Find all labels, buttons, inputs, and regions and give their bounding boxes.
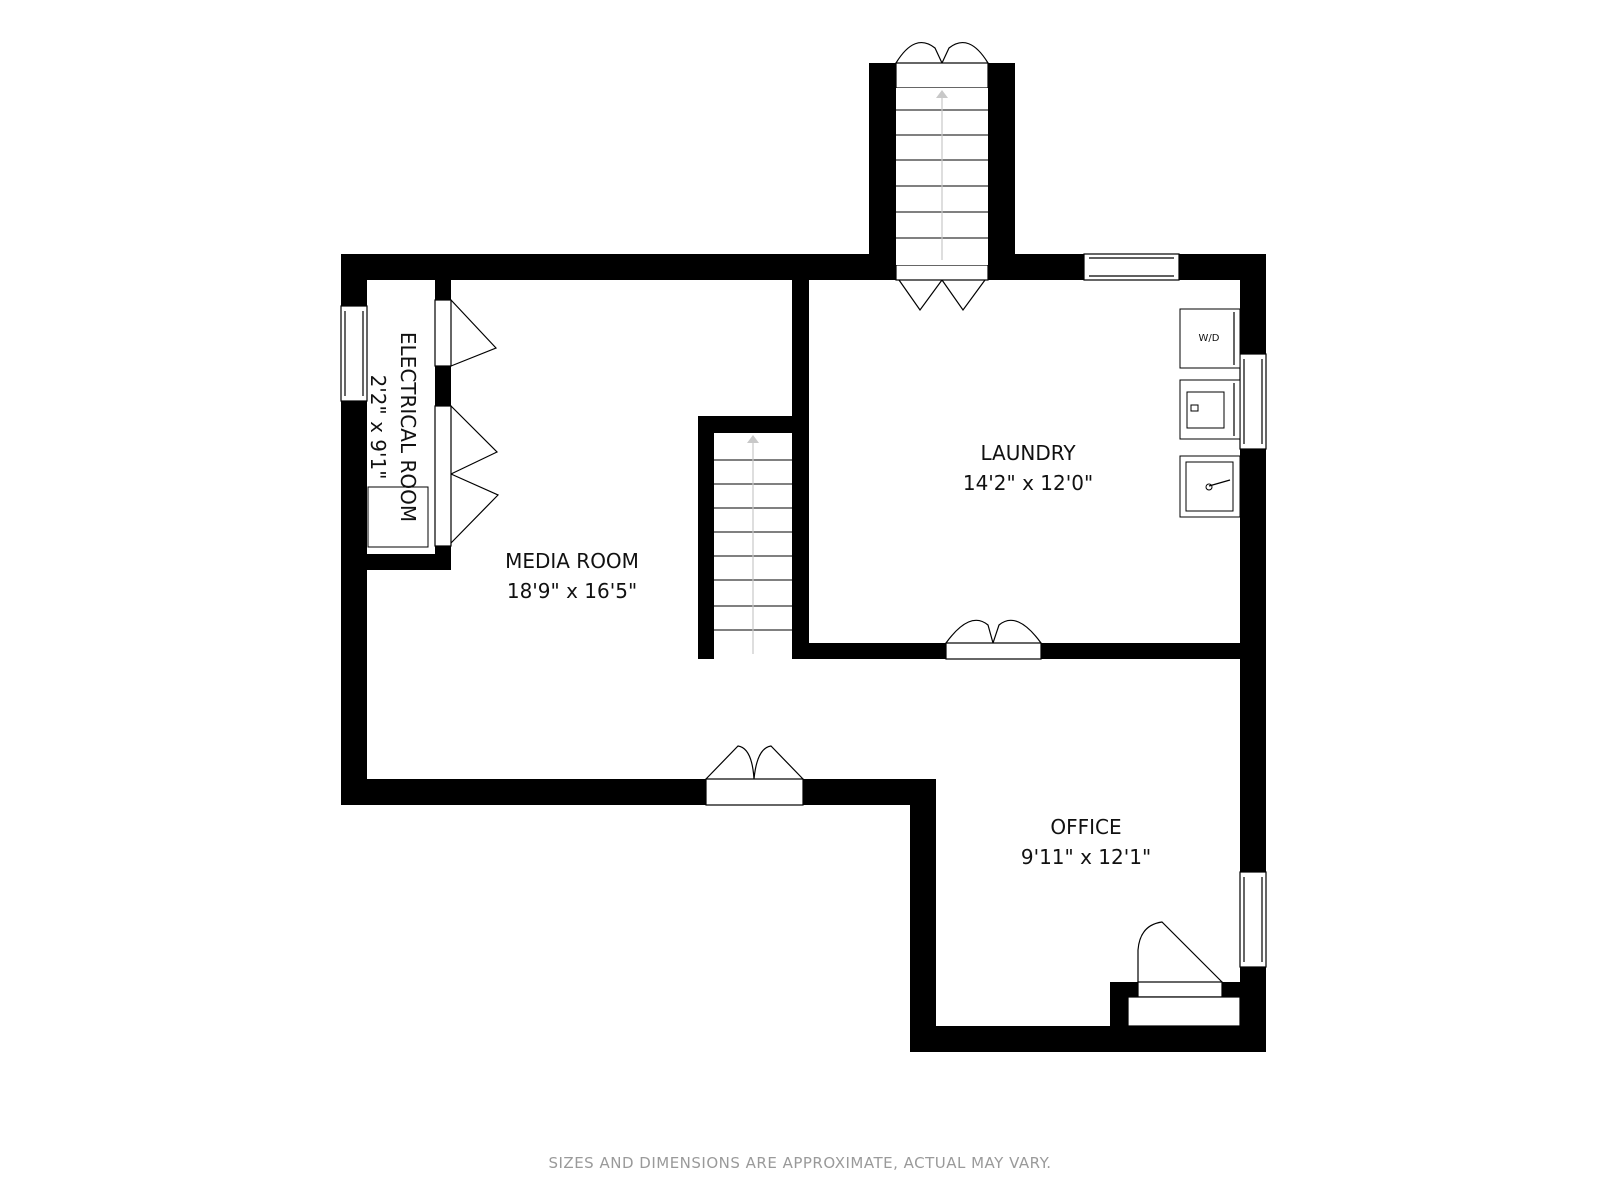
office-name: OFFICE	[1050, 815, 1121, 839]
door-swing	[898, 279, 986, 312]
media-room-size: 18'9" x 16'5"	[507, 579, 637, 603]
wall-electrical-bottom	[341, 554, 451, 570]
wall-bottom-media	[341, 779, 936, 805]
wall-office-bottom	[910, 1026, 1266, 1052]
door-swing	[450, 405, 500, 544]
walls	[341, 63, 1266, 1052]
wall-office-stub	[1110, 982, 1128, 1052]
laundry-name: LAUNDRY	[980, 441, 1076, 465]
wall-stairs-left	[698, 416, 714, 659]
wall-stairs-top	[698, 416, 809, 433]
stairs-lower	[714, 433, 792, 659]
door-swing	[1137, 921, 1223, 983]
wall-top-laundry	[796, 254, 1266, 280]
door-swing	[450, 299, 498, 367]
wall-laundry-left	[792, 254, 809, 659]
room-labels: MEDIA ROOM 18'9" x 16'5" LAUNDRY 14'2" x…	[366, 332, 1151, 869]
electrical-panel-box	[367, 486, 429, 548]
stairs-upper	[896, 88, 988, 265]
door-swing	[945, 619, 1042, 644]
dimensions-disclaimer: SIZES AND DIMENSIONS ARE APPROXIMATE, AC…	[548, 1154, 1052, 1172]
wall-shaft-left	[869, 63, 896, 280]
electrical-panel	[367, 486, 429, 548]
electrical-room-size: 2'2" x 9'1"	[366, 375, 390, 480]
dryer-door	[1186, 391, 1225, 429]
electrical-room-name: ELECTRICAL ROOM	[396, 332, 420, 522]
media-room-name: MEDIA ROOM	[505, 549, 639, 573]
office-size: 9'11" x 12'1"	[1021, 845, 1151, 869]
washer-dryer-label: W/D	[1199, 333, 1220, 344]
door-electrical-upper	[434, 299, 452, 367]
door-swing	[895, 42, 989, 64]
sink-basin	[1185, 461, 1234, 512]
door-shaft-bottom	[895, 264, 989, 281]
office-closet	[1127, 996, 1241, 1027]
door-swing	[705, 745, 804, 780]
door-shaft-top	[895, 62, 989, 89]
door-electrical-lower	[434, 405, 452, 547]
wall-office-left	[910, 779, 936, 1052]
windows	[340, 253, 1267, 968]
doors	[434, 42, 1241, 1027]
door-laundry	[945, 642, 1042, 660]
door-office	[1137, 981, 1223, 998]
wall-top-media	[341, 254, 869, 280]
washer-dryer-unit	[1179, 308, 1241, 369]
door-media	[705, 778, 804, 806]
laundry-fixtures: W/D	[1179, 308, 1241, 518]
wall-shaft-right	[988, 63, 1015, 280]
laundry-size: 14'2" x 12'0"	[963, 471, 1093, 495]
